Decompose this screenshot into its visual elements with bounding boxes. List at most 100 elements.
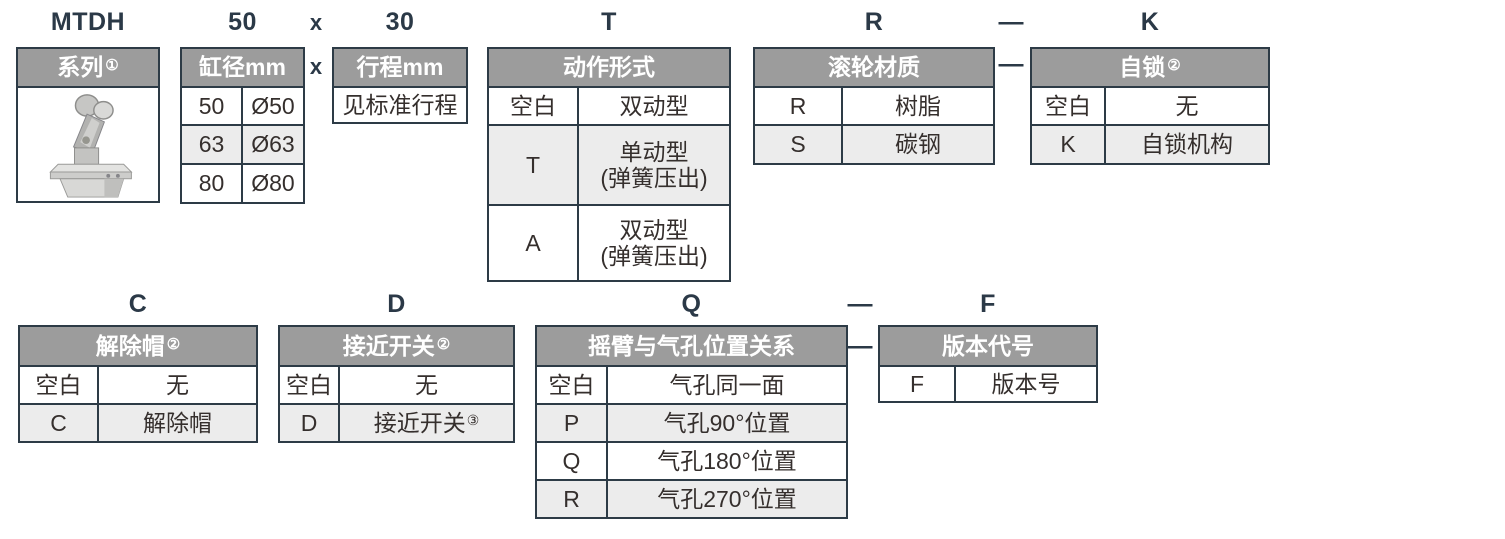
row-code: S [755, 126, 843, 163]
multiply-separator: x [309, 54, 323, 79]
ordering-table-bore: 缸径mm 50 Ø50 63 Ø63 80 Ø80 [180, 47, 305, 204]
row-value: 版本号 [991, 370, 1061, 397]
multiply-separator: x [309, 10, 323, 35]
table-row: 63 Ø63 [182, 124, 303, 163]
row-code: T [489, 126, 579, 204]
row-value: 无 [415, 371, 438, 398]
row-value-text: 接近开关 [373, 409, 466, 436]
table-row: 80 Ø80 [182, 163, 303, 202]
footnote-mark: ② [1167, 57, 1181, 74]
row-value-line1: 单动型 [619, 138, 689, 165]
stop-cylinder-product-photo [49, 93, 133, 198]
ordering-table-version: 版本代号 F 版本号 [878, 325, 1098, 403]
header-label: 滚轮材质 [828, 54, 920, 80]
row-value: Ø63 [251, 131, 295, 158]
order-code-bore: 50 [228, 8, 257, 36]
table-header: 滚轮材质 [755, 49, 993, 86]
footnote-mark: ② [436, 335, 451, 353]
table-row: 空白 无 [1032, 86, 1268, 124]
table-header: 行程mm [334, 49, 466, 86]
row-value-line2: (弹簧压出) [600, 243, 708, 269]
row-code: 50 [182, 88, 243, 124]
row-code: F [880, 367, 956, 401]
ordering-table-action: 动作形式 空白 双动型 T 单动型 (弹簧压出) A 双动型 (弹簧压出) [487, 47, 731, 282]
row-value: 碳钢 [895, 131, 941, 158]
row-value: Ø50 [251, 92, 295, 119]
row-code: D [280, 405, 340, 441]
header-label: 解除帽 [95, 332, 165, 359]
row-value: 无 [1175, 92, 1199, 119]
row-value: 树脂 [895, 92, 941, 119]
table-row: T 单动型 (弹簧压出) [489, 124, 729, 204]
header-label: 接近开关 [342, 332, 435, 359]
table-row: R 气孔270°位置 [537, 479, 846, 517]
table-row: 50 Ø50 [182, 86, 303, 124]
order-code-cap: C [128, 290, 148, 318]
order-code-series: MTDH [50, 8, 126, 36]
table-header: 缸径mm [182, 49, 303, 86]
row-value: 无 [166, 371, 189, 398]
row-code: Q [537, 443, 608, 479]
table-row: 见标准行程 [334, 86, 466, 122]
table-row: 空白 气孔同一面 [537, 365, 846, 403]
row-value: 自锁机构 [1141, 131, 1233, 158]
order-code-switch: D [387, 290, 406, 318]
table-row: 空白 无 [280, 365, 513, 403]
order-code-lock: K [1140, 8, 1160, 36]
row-value: 解除帽 [143, 409, 212, 436]
table-row: Q 气孔180°位置 [537, 441, 846, 479]
row-value: 气孔270°位置 [657, 485, 797, 512]
row-code: R [755, 88, 843, 124]
header-label: 动作形式 [563, 54, 655, 80]
table-row: S 碳钢 [755, 124, 993, 163]
row-code: R [537, 481, 608, 517]
row-value-line1: 双动型 [619, 216, 689, 243]
row-code: 空白 [489, 88, 579, 124]
table-header: 摇臂与气孔位置关系 [537, 327, 846, 365]
header-label: 摇臂与气孔位置关系 [588, 332, 795, 359]
table-row: 空白 双动型 [489, 86, 729, 124]
order-code-port: Q [681, 290, 702, 318]
dash-separator: — [998, 8, 1024, 36]
row-code: 80 [182, 165, 243, 202]
row-value: 气孔180°位置 [657, 447, 797, 474]
row-value: 双动型 [619, 92, 689, 119]
row-value: Ø80 [251, 170, 295, 197]
table-row: F 版本号 [880, 365, 1096, 401]
table-row: K 自锁机构 [1032, 124, 1268, 163]
order-code-version: F [980, 290, 996, 318]
header-label: 行程mm [356, 54, 444, 80]
row-code: 空白 [537, 367, 608, 403]
stroke-note: 见标准行程 [342, 91, 458, 118]
table-row: C 解除帽 [20, 403, 256, 441]
row-code: 空白 [1032, 88, 1106, 124]
order-code-roller: R [864, 8, 884, 36]
row-code: P [537, 405, 608, 441]
order-code-action: T [601, 8, 617, 36]
table-header: 版本代号 [880, 327, 1096, 365]
row-value: 单动型 (弹簧压出) [579, 126, 729, 204]
row-value-line2: (弹簧压出) [600, 165, 708, 191]
header-label: 自锁 [1119, 54, 1166, 80]
row-code: C [20, 405, 99, 441]
header-label: 系列 [57, 54, 104, 80]
header-label: 版本代号 [942, 332, 1034, 359]
table-row: R 树脂 [755, 86, 993, 124]
row-code: K [1032, 126, 1106, 163]
row-code: 63 [182, 126, 243, 163]
footnote-mark: ③ [466, 411, 480, 428]
table-row: 空白 无 [20, 365, 256, 403]
table-header: 动作形式 [489, 49, 729, 86]
header-label: 缸径mm [199, 54, 286, 80]
ordering-table-roller: 滚轮材质 R 树脂 S 碳钢 [753, 47, 995, 165]
dash-separator: — [847, 290, 873, 318]
